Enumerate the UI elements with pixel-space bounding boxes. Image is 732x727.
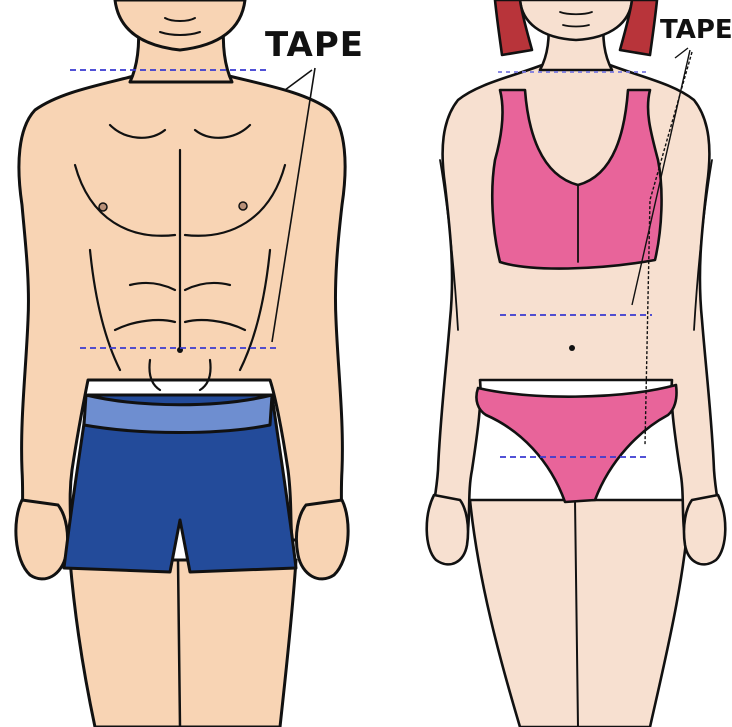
female-figure xyxy=(427,0,726,727)
female-left-hand xyxy=(427,495,468,564)
male-nipple-right xyxy=(239,202,247,210)
female-right-hand xyxy=(684,495,725,564)
male-tape-label: TAPE xyxy=(265,25,364,65)
female-navel xyxy=(569,345,575,351)
male-head xyxy=(115,0,245,50)
male-right-hand xyxy=(296,500,348,579)
female-head xyxy=(520,0,632,40)
male-figure xyxy=(16,0,348,727)
male-left-hand xyxy=(16,500,68,579)
female-legs xyxy=(470,500,690,727)
male-nipple-left xyxy=(99,203,107,211)
female-tape-label: TAPE xyxy=(660,15,732,45)
male-legs xyxy=(70,560,296,727)
